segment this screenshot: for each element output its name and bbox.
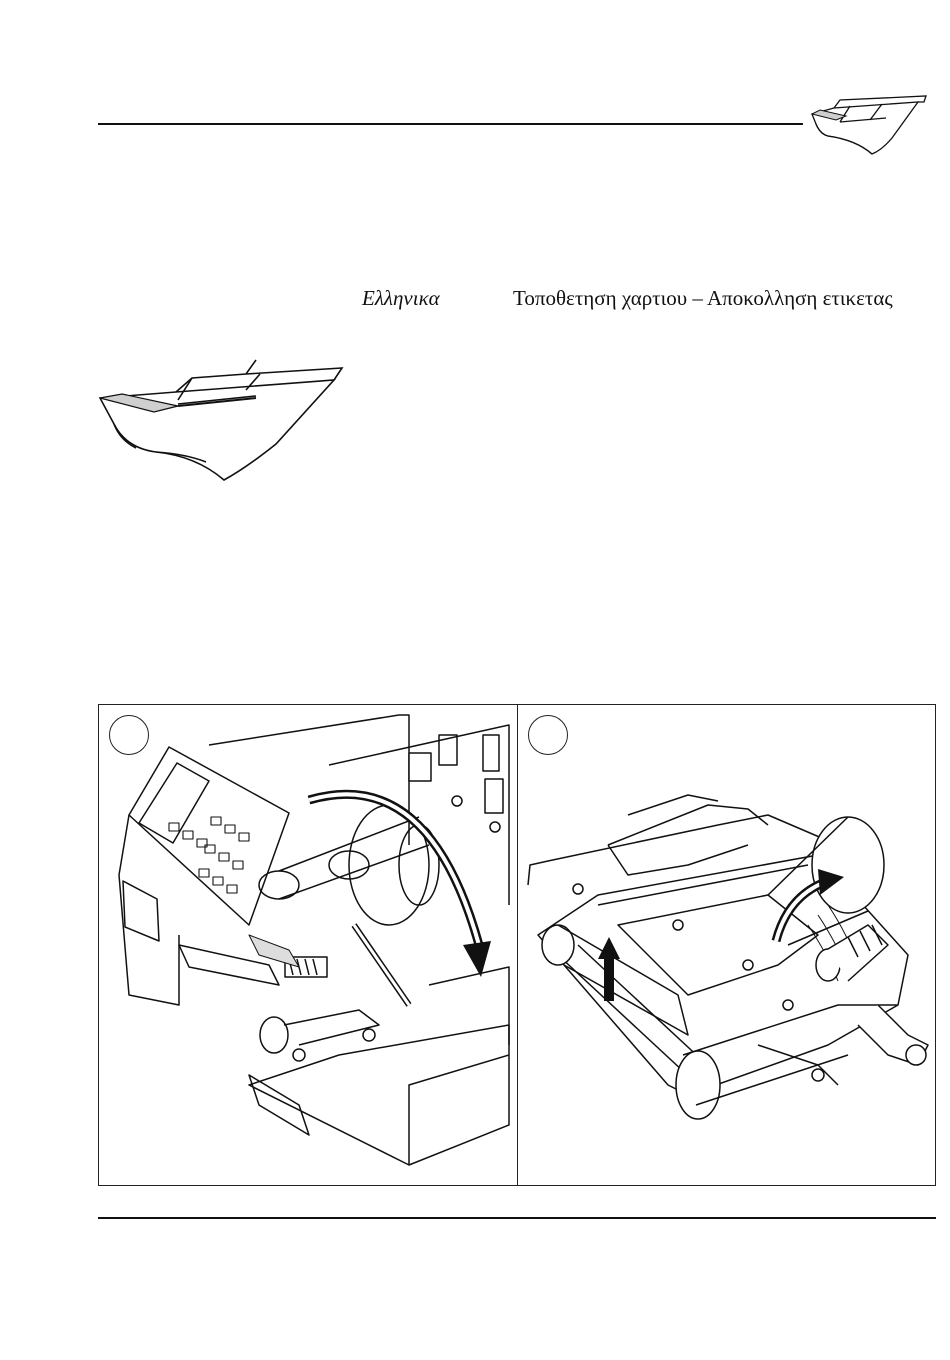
step-marker-1 [109, 715, 149, 755]
printhead-mechanism-illustration [518, 705, 935, 1185]
step-marker-2 [528, 715, 568, 755]
figure-frame [98, 704, 936, 1186]
label-roll-icon [806, 92, 928, 158]
figure-panel-1 [99, 705, 518, 1185]
top-rule [98, 123, 803, 125]
figure-panel-2 [518, 705, 935, 1185]
section-title: Τοποθετηση χαρτιου – Αποκολληση ετικετας [513, 286, 893, 311]
printer-open-lid-illustration [99, 705, 518, 1185]
bottom-rule [98, 1217, 936, 1219]
language-label: Ελληνικα [362, 286, 440, 311]
label-roll-icon [96, 352, 348, 484]
